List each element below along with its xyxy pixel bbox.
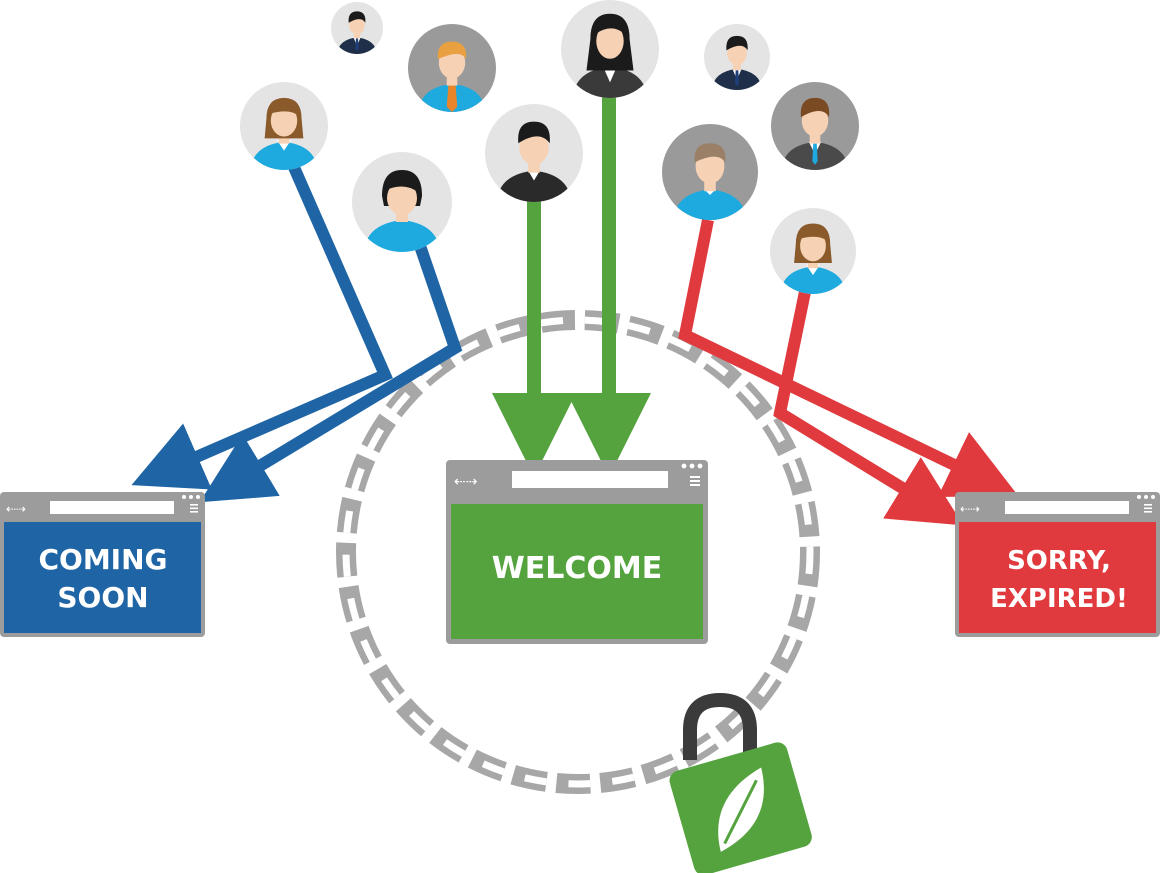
green-arrows xyxy=(492,95,651,477)
user-avatar-icon xyxy=(770,208,856,294)
blue-arrow-1 xyxy=(131,162,393,490)
user-avatar-icon xyxy=(485,104,583,202)
user-avatar-icon xyxy=(771,82,859,170)
hamburger-menu-icon xyxy=(190,504,198,513)
welcome-window: ⇠⇢ WELCOME xyxy=(446,460,708,644)
coming-soon-line1: COMING xyxy=(38,543,167,576)
user-avatar-icon xyxy=(662,124,758,220)
expired-line1: SORRY, xyxy=(1007,546,1111,576)
user-avatar-icon xyxy=(408,24,496,112)
red-arrow-2 xyxy=(773,285,964,526)
red-arrows xyxy=(678,218,1019,526)
welcome-label: WELCOME xyxy=(492,551,663,586)
padlock-leaf-icon xyxy=(669,692,812,873)
red-arrow-1 xyxy=(678,218,1019,497)
blue-arrows xyxy=(131,162,463,503)
user-avatar-icon xyxy=(240,82,328,170)
back-forward-arrows-icon: ⇠⇢ xyxy=(454,474,478,490)
hamburger-menu-icon xyxy=(1144,504,1152,513)
coming-soon-line2: SOON xyxy=(57,581,148,614)
blue-arrow-2 xyxy=(199,238,463,503)
user-avatar-icon xyxy=(352,152,452,252)
coming-soon-window: ⇠⇢ COMING SOON xyxy=(0,492,205,637)
expired-window: ⇠⇢ SORRY, EXPIRED! xyxy=(955,492,1160,637)
hamburger-menu-icon xyxy=(690,476,700,486)
user-avatar-icon xyxy=(331,2,383,54)
chain-ring xyxy=(336,310,820,794)
user-avatar-icon xyxy=(704,24,770,90)
user-avatar-icon xyxy=(561,0,659,98)
back-forward-arrows-icon: ⇠⇢ xyxy=(960,502,980,516)
back-forward-arrows-icon: ⇠⇢ xyxy=(6,502,26,516)
expired-line2: EXPIRED! xyxy=(990,584,1128,614)
